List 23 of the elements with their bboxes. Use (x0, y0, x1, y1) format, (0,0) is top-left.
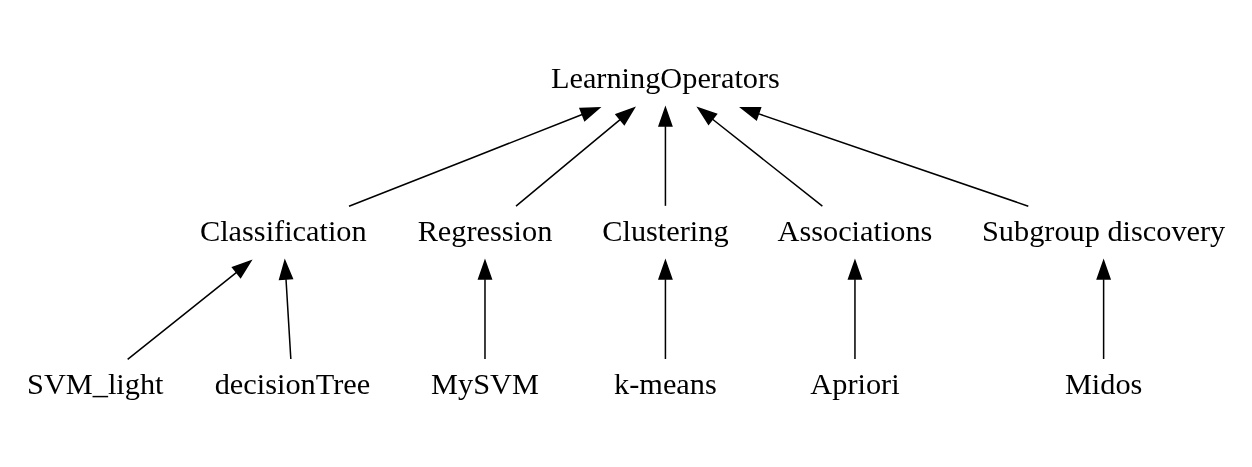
arrow (657, 105, 673, 207)
arrow (278, 258, 294, 360)
node-text: k-means (614, 367, 717, 402)
node-text: Clustering (602, 214, 729, 249)
arrow (477, 258, 493, 360)
node-text: SVM_light (27, 367, 164, 402)
node-text: Apriori (810, 367, 900, 402)
arrow (739, 106, 1030, 207)
node-text: Midos (1064, 367, 1143, 402)
arrow (847, 258, 863, 360)
arrow (696, 106, 824, 207)
arrow (515, 106, 636, 207)
arrow (1096, 258, 1112, 360)
node-text: Regression (417, 214, 553, 249)
arrow (657, 258, 673, 360)
node-text: decisionTree (214, 367, 371, 402)
node-text: LearningOperators (550, 60, 780, 95)
node-text: Associations (777, 214, 933, 249)
node-text: Subgroup discovery (981, 214, 1226, 249)
arrow (348, 107, 602, 207)
node-text: Classification (199, 214, 367, 249)
arrow (126, 259, 253, 361)
node-text: MySVM (431, 367, 539, 402)
